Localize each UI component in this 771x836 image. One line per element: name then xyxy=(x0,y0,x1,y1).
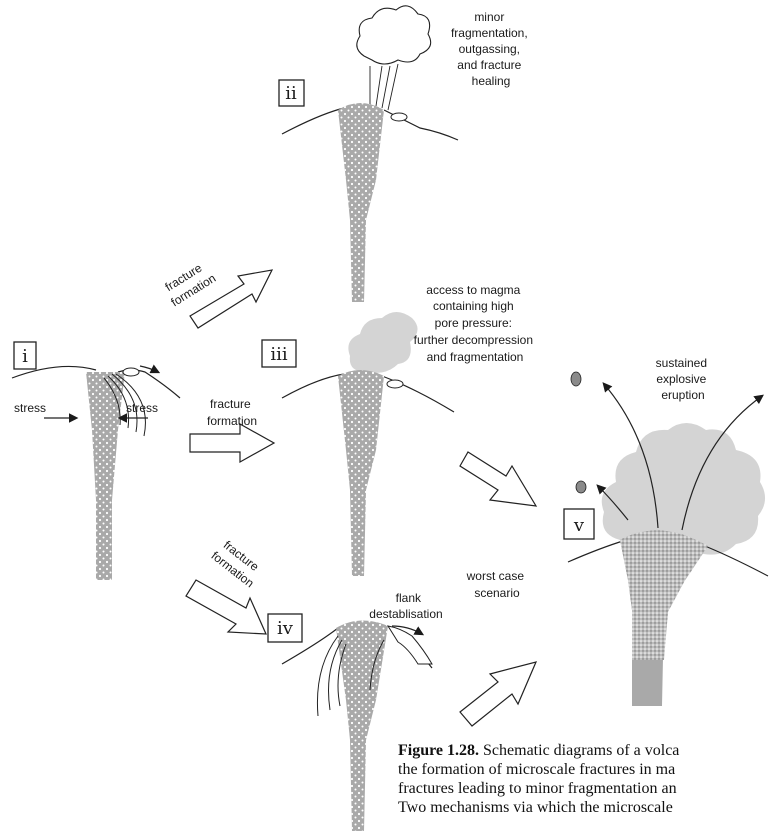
panel-iii-numeral: iii xyxy=(270,344,288,365)
panel-i-stress-right: stress xyxy=(126,401,158,415)
panel-iv-caption: flank destablisation xyxy=(369,591,442,621)
arrow-iii-to-v xyxy=(460,452,536,506)
panel-ii-numeral: ii xyxy=(285,83,297,104)
panel-ii-outgassing-lines xyxy=(370,64,398,110)
arrow-to-ii-label: fracture formation xyxy=(160,257,218,309)
panel-v: v sustained explosive eruption xyxy=(564,356,768,706)
panel-i: i stress stress xyxy=(12,342,180,580)
panel-ii: ii minor fragmentation, outgassing, and … xyxy=(279,6,531,302)
arrow-iv-to-v xyxy=(460,662,536,726)
arrow-to-iii: fracture formation xyxy=(190,397,274,462)
arrow-to-ii: fracture formation xyxy=(160,257,272,328)
figure-caption-line-1: Figure 1.28. Schematic diagrams of a vol… xyxy=(398,741,771,760)
arrow-to-iv: fracture formation xyxy=(186,536,266,634)
panel-i-numeral: i xyxy=(22,346,28,367)
panel-v-bomb-top xyxy=(571,372,581,386)
panel-iii: iii access to magma containing high pore… xyxy=(262,283,536,576)
figure-caption-line-4: Two mechanisms via which the microscale xyxy=(398,798,771,817)
panel-iii-block xyxy=(387,380,403,388)
panel-ii-block xyxy=(391,113,407,121)
figure-caption-text-1: Schematic diagrams of a volca xyxy=(479,742,679,759)
arrow-to-iv-label: fracture formation xyxy=(209,536,267,590)
figure-caption-label: Figure 1.28. xyxy=(398,742,479,759)
panel-i-stress-left: stress xyxy=(14,401,46,415)
panel-iii-grey-plume xyxy=(348,312,417,373)
panel-i-block xyxy=(123,368,139,376)
panel-ii-cloud xyxy=(357,6,431,64)
arrow-to-iii-label: fracture formation xyxy=(207,397,257,428)
worst-case-label: worst case scenario xyxy=(466,569,528,600)
panel-v-bomb-left xyxy=(576,481,586,493)
panel-v-numeral: v xyxy=(573,515,585,536)
figure-caption-line-3: fractures leading to minor fragmentation… xyxy=(398,779,771,798)
panel-iv-numeral: iv xyxy=(277,618,294,639)
panel-ii-caption: minor fragmentation, outgassing, and fra… xyxy=(451,10,531,88)
panel-iii-caption: access to magma containing high pore pre… xyxy=(414,283,537,364)
figure-caption-line-2: the formation of microscale fractures in… xyxy=(398,760,771,779)
panel-v-caption: sustained explosive eruption xyxy=(656,356,711,402)
figure-caption: Figure 1.28. Schematic diagrams of a vol… xyxy=(398,741,771,817)
panel-v-fragmented-magma xyxy=(620,530,708,660)
panel-iv-flank-block xyxy=(388,626,432,664)
